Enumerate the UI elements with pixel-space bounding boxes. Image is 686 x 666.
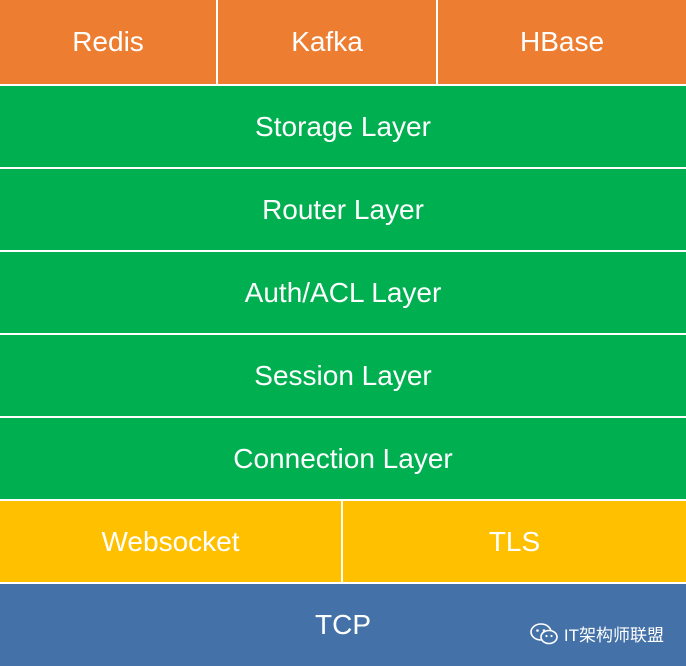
wechat-icon (530, 622, 558, 644)
kafka-block: Kafka (218, 0, 436, 84)
transport-row: Websocket TLS (0, 501, 686, 582)
storage-backends-row: Redis Kafka HBase (0, 0, 686, 84)
watermark-text: IT架构师联盟 (563, 626, 664, 645)
tcp-row: TCP (0, 584, 686, 666)
session-layer-row: Session Layer (0, 335, 686, 416)
connection-layer-row: Connection Layer (0, 418, 686, 499)
tcp-block: TCP (0, 584, 686, 666)
hbase-block: HBase (438, 0, 686, 84)
session-layer-block: Session Layer (0, 335, 686, 416)
storage-layer-row: Storage Layer (0, 86, 686, 167)
router-layer-row: Router Layer (0, 169, 686, 250)
auth-acl-layer-row: Auth/ACL Layer (0, 252, 686, 333)
connection-layer-block: Connection Layer (0, 418, 686, 499)
auth-acl-layer-block: Auth/ACL Layer (0, 252, 686, 333)
websocket-block: Websocket (0, 501, 341, 582)
redis-block: Redis (0, 0, 216, 84)
router-layer-block: Router Layer (0, 169, 686, 250)
storage-layer-block: Storage Layer (0, 86, 686, 167)
tls-block: TLS (343, 501, 686, 582)
watermark: IT架构师联盟 (530, 621, 664, 646)
